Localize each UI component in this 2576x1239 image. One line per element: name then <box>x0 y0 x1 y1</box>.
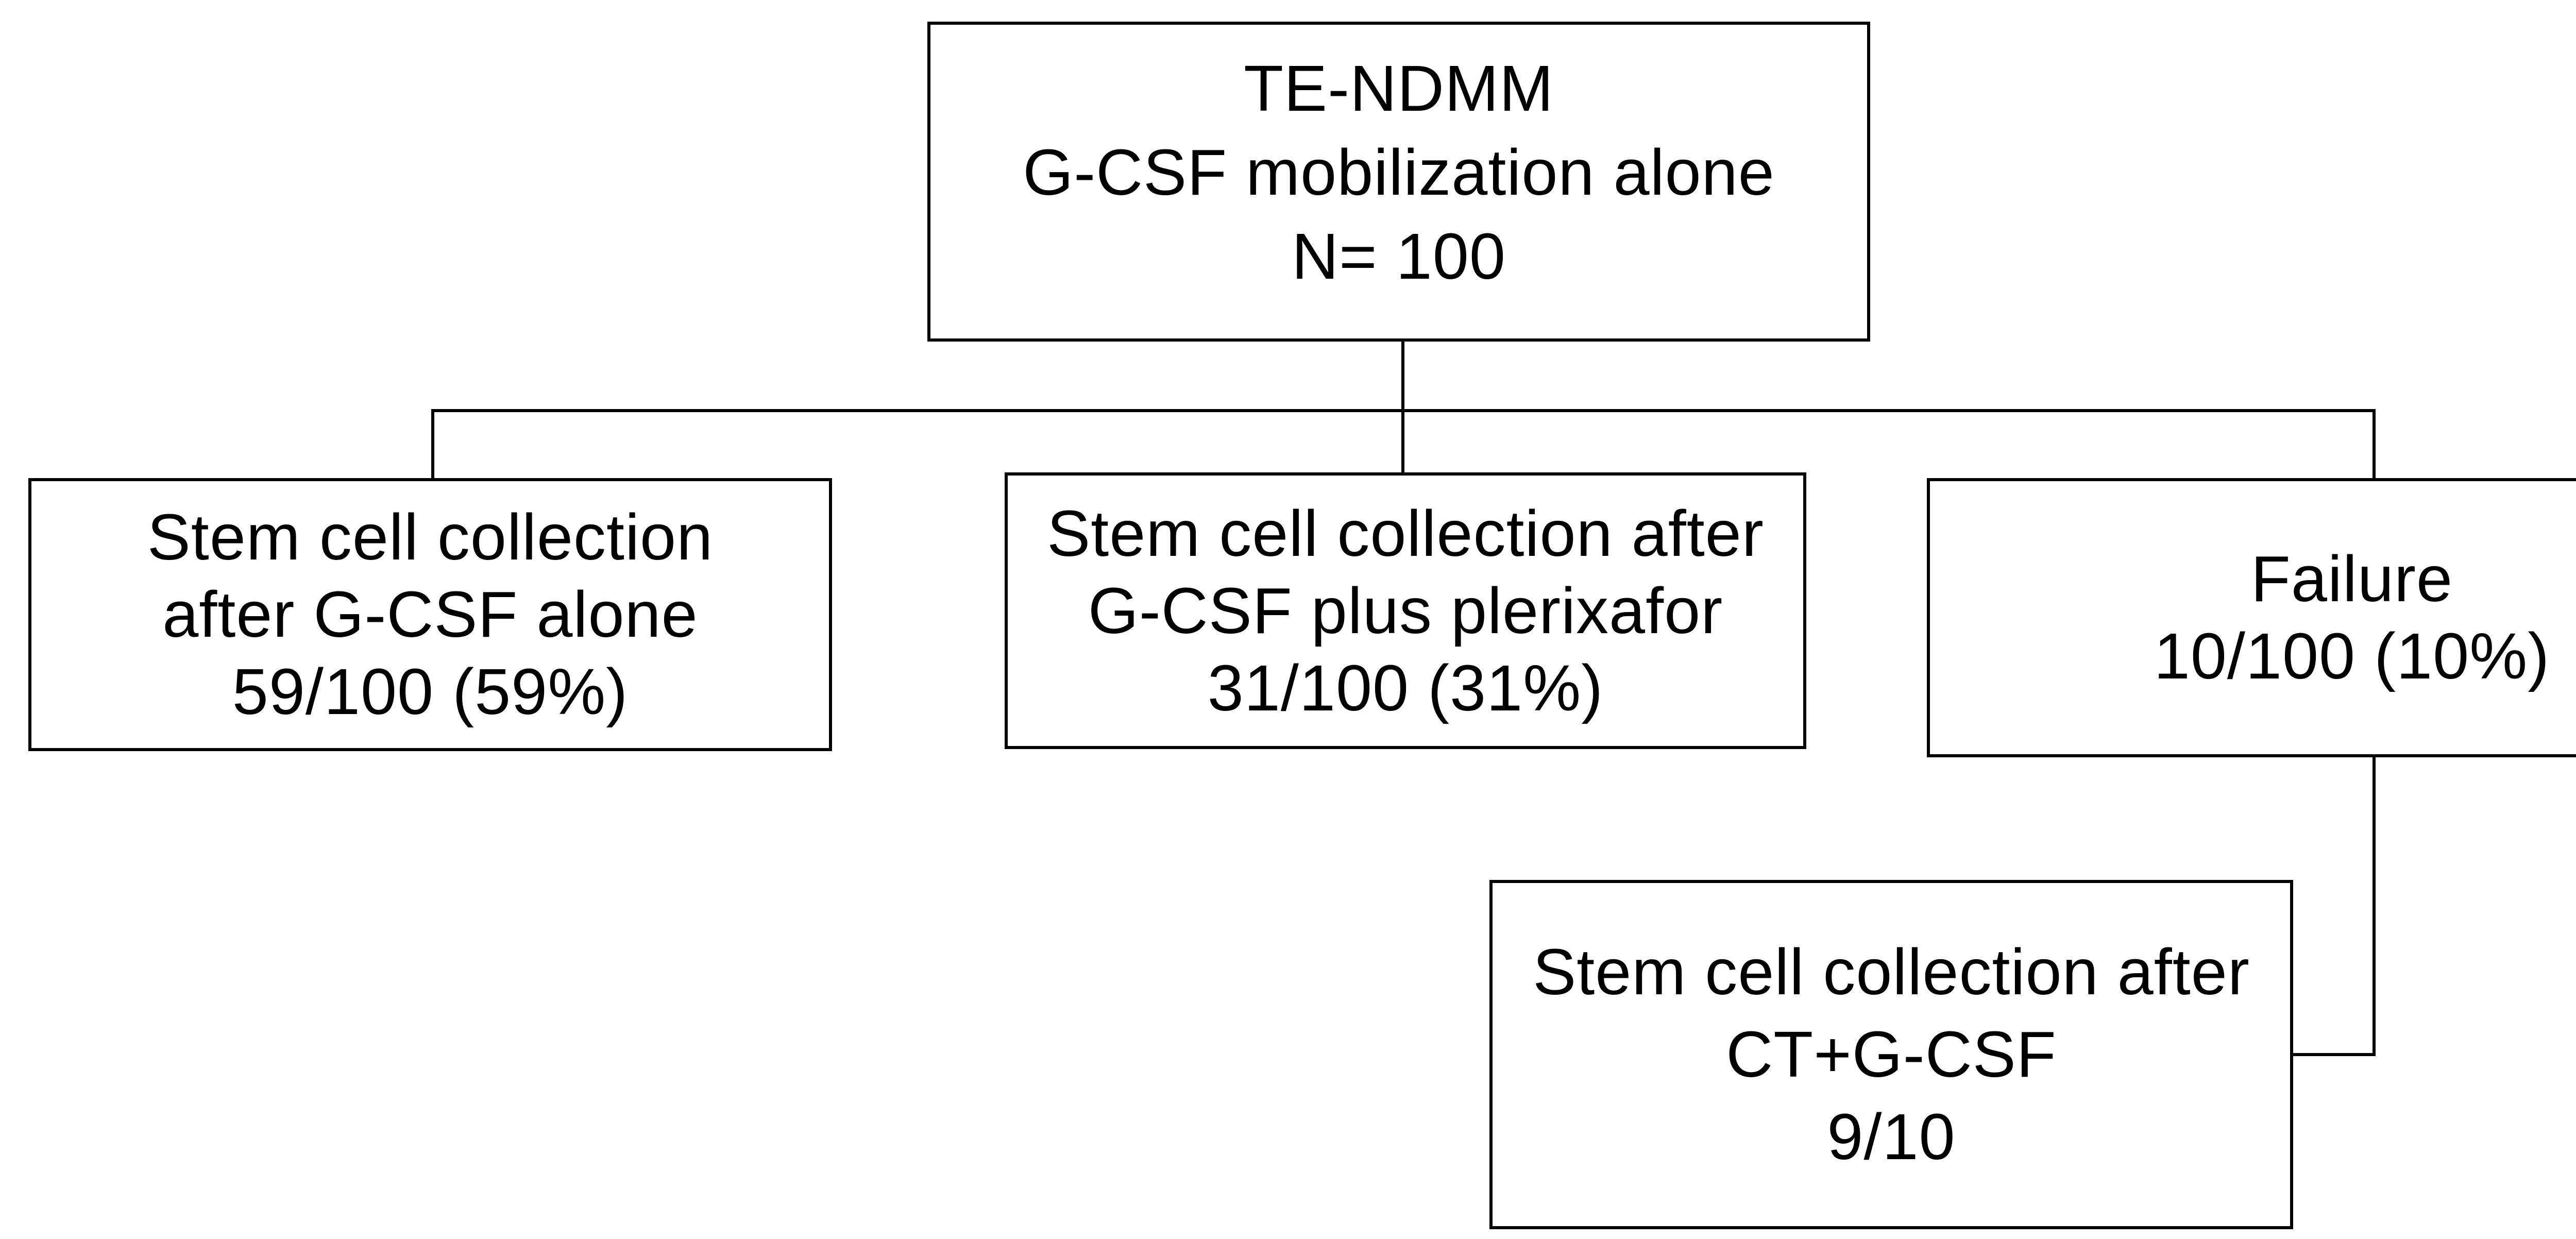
node-gcsf-plerixafor: Stem cell collection after G-CSF plus pl… <box>1005 472 1806 749</box>
node-gcsf-plerixafor-line-1: Stem cell collection after <box>1047 497 1764 570</box>
node-gcsf-alone-line-1: Stem cell collection <box>147 501 714 573</box>
node-failure-line-2: 10/100 (10%) <box>2154 620 2550 692</box>
node-ct-gcsf: Stem cell collection after CT+G-CSF 9/10 <box>1489 880 2293 1229</box>
node-te-ndmm-line-1: TE-NDMM <box>1244 52 1554 125</box>
node-te-ndmm: TE-NDMM G-CSF mobilization alone N= 100 <box>927 22 1870 342</box>
node-gcsf-alone-line-2: after G-CSF alone <box>162 578 698 651</box>
node-gcsf-plerixafor-line-2: G-CSF plus plerixafor <box>1088 574 1723 647</box>
connector-failure-down-drop <box>2372 755 2376 1056</box>
node-ct-gcsf-line-2: CT+G-CSF <box>1726 1018 2057 1091</box>
node-gcsf-alone: Stem cell collection after G-CSF alone 5… <box>28 478 832 751</box>
node-ct-gcsf-line-1: Stem cell collection after <box>1533 936 2250 1008</box>
node-failure: Failure 10/100 (10%) <box>1927 478 2576 757</box>
connector-right-branch-drop <box>2372 409 2376 481</box>
connector-distribution-line <box>431 409 2376 412</box>
node-ct-gcsf-line-3: 9/10 <box>1827 1100 1956 1173</box>
node-failure-line-1: Failure <box>2250 542 2453 615</box>
node-te-ndmm-line-2: G-CSF mobilization alone <box>1023 136 1775 209</box>
connector-bottom-elbow <box>2292 1053 2376 1056</box>
connector-root-drop <box>1401 340 1404 475</box>
node-te-ndmm-line-3: N= 100 <box>1292 220 1506 293</box>
node-gcsf-alone-line-3: 59/100 (59%) <box>232 655 629 728</box>
connector-left-branch-drop <box>431 409 434 481</box>
node-gcsf-plerixafor-line-3: 31/100 (31%) <box>1207 651 1604 724</box>
